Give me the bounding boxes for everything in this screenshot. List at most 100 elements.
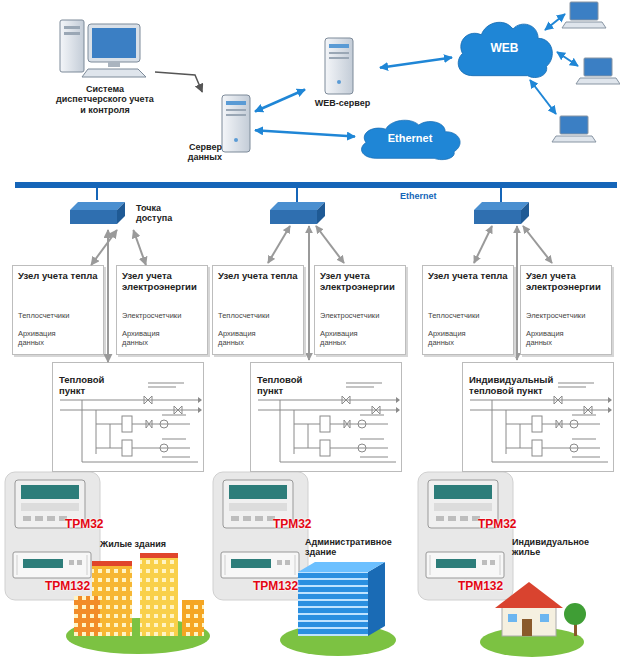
node-title: Узел учета тепла xyxy=(218,271,302,282)
node-title: ТРМ32 xyxy=(65,518,115,532)
web-link xyxy=(557,52,578,66)
controller-device xyxy=(13,480,504,578)
connector-arrow xyxy=(96,188,98,200)
office-building xyxy=(298,572,368,636)
data-server-icon xyxy=(222,95,250,152)
access-link xyxy=(268,226,552,360)
connector-arrow xyxy=(255,130,355,136)
building-caption: Административное здание xyxy=(305,537,400,558)
web-server-icon xyxy=(325,38,353,94)
apartment-buildings xyxy=(74,596,100,636)
server-node: WEB-сервер xyxy=(305,36,380,110)
building-caption: Индивидуальное жилье xyxy=(512,537,602,558)
node-title: WEB-сервер xyxy=(305,98,380,108)
meter-box: Узел учета теплаТеплосчетчикиАрхивация д… xyxy=(422,265,514,355)
meter-box: Узел учета электроэнергииЭлектросчетчики… xyxy=(314,265,406,355)
connector-arrow xyxy=(155,72,202,92)
connector-arrow xyxy=(255,90,305,112)
office-building xyxy=(368,562,385,636)
node-text: Архивация данных xyxy=(526,330,581,347)
connector-arrow xyxy=(380,57,452,67)
node-text: Электросчетчики xyxy=(122,312,206,321)
office-building xyxy=(298,572,368,636)
web-link xyxy=(530,80,556,114)
workstation-icon xyxy=(64,26,80,29)
bus-drop-line xyxy=(297,188,501,202)
house xyxy=(564,603,586,625)
node-text: ТРМ132 xyxy=(458,580,518,594)
meter-box: Узел учета теплаТеплосчетчикиАрхивация д… xyxy=(12,265,104,355)
building-caption: Жилые здания xyxy=(100,539,180,549)
house xyxy=(480,582,586,657)
workstation-icon xyxy=(60,20,146,77)
office-building xyxy=(280,562,396,656)
node-title: Узел учета электроэнергии xyxy=(526,271,610,293)
access-point-icon xyxy=(70,202,529,224)
access-point-icon xyxy=(521,202,529,224)
laptop-icon xyxy=(576,58,620,84)
apartment-buildings xyxy=(182,600,204,636)
node-title: Система диспетчерского учета и контроля xyxy=(55,84,155,115)
network-cloud: WEB xyxy=(452,15,557,85)
ethernet-bus: Ethernet xyxy=(15,182,617,188)
workstation-icon xyxy=(108,62,120,67)
data-server-icon xyxy=(226,114,246,116)
apartment-buildings xyxy=(140,558,178,636)
laptop-icon xyxy=(552,116,596,142)
house xyxy=(540,614,549,622)
access-point-icon xyxy=(117,202,125,224)
web-server-icon xyxy=(329,52,349,54)
controller-card: ТРМ32ТРМ132 xyxy=(418,472,513,600)
node-text: Электросчетчики xyxy=(320,312,404,321)
server-node: Сервер данных xyxy=(180,92,255,164)
node-title: Узел учета тепла xyxy=(18,271,102,282)
heat-point-box: Тепловой пункт xyxy=(52,362,204,472)
node-title: Точка доступа xyxy=(136,203,188,224)
node-text: Архивация данных xyxy=(320,330,375,347)
connector-arrow xyxy=(133,230,146,265)
house xyxy=(508,614,517,622)
apartment-buildings xyxy=(66,553,210,654)
controller-card: ТРМ32ТРМ132 xyxy=(213,472,308,600)
node-text: Архивация данных xyxy=(18,330,73,347)
access-point-icon xyxy=(317,202,325,224)
web-server-icon xyxy=(329,44,349,48)
web-link xyxy=(545,14,565,30)
access-point: Точка доступа xyxy=(68,200,188,230)
apartment-buildings xyxy=(74,596,100,636)
node-text: Архивация данных xyxy=(122,330,177,347)
house xyxy=(522,619,532,636)
node-title: Тепловой пункт xyxy=(257,375,317,397)
node-title: Тепловой пункт xyxy=(59,375,119,397)
node-title: ТРМ32 xyxy=(273,518,323,532)
node-text: Теплосчетчики xyxy=(218,312,302,321)
workstation-icon xyxy=(82,69,146,77)
access-link xyxy=(316,226,344,263)
node-title: Узел учета электроэнергии xyxy=(122,271,206,293)
node-title: Узел учета тепла xyxy=(428,271,512,282)
access-point-icon xyxy=(70,210,117,224)
data-server-icon xyxy=(234,138,238,142)
controller-device xyxy=(221,552,299,578)
node-title: Индивидуальный тепловой пункт xyxy=(469,375,579,397)
node-text: ТРМ132 xyxy=(253,580,313,594)
web-server-icon xyxy=(325,38,353,94)
access-point-icon xyxy=(270,202,325,210)
house xyxy=(502,606,556,636)
controller-device xyxy=(13,552,91,578)
access-link xyxy=(516,226,518,360)
node-text: Электросчетчики xyxy=(526,312,610,321)
apartment-buildings xyxy=(92,561,132,566)
apartment-buildings xyxy=(140,553,178,558)
node-text: Архивация данных xyxy=(218,330,273,347)
controller-card: ТРМ32ТРМ132 xyxy=(5,472,100,600)
access-point-icon xyxy=(70,202,125,210)
access-link xyxy=(474,226,492,263)
house xyxy=(495,582,563,608)
access-link xyxy=(523,226,552,263)
node-title: Узел учета электроэнергии xyxy=(320,271,404,293)
node-title: Ethernet xyxy=(400,191,460,201)
office-building xyxy=(298,562,385,572)
